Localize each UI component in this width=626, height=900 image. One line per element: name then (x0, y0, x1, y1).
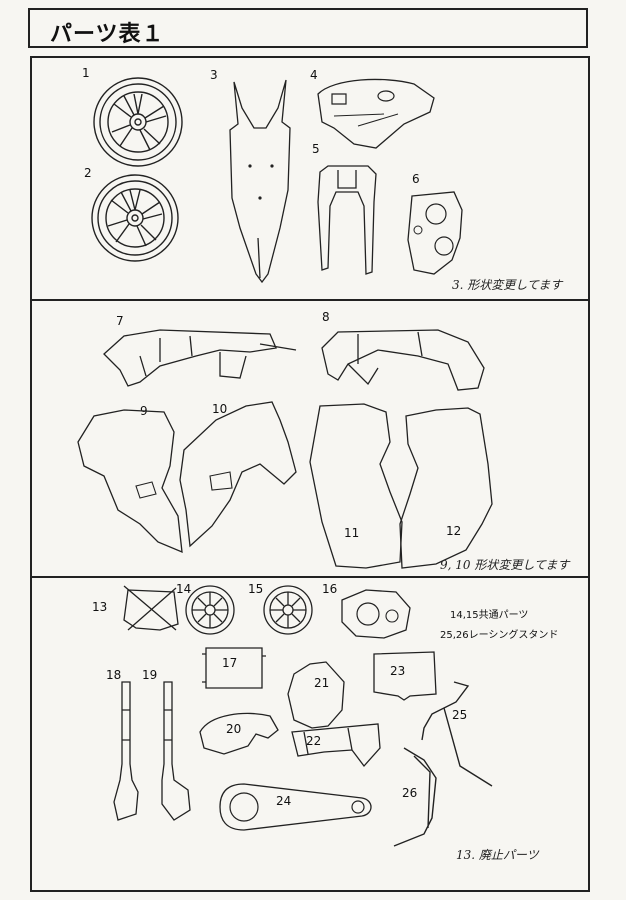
part-label-3: 3 (210, 68, 218, 82)
side-cowl-right-drawing (176, 400, 296, 550)
side-cowl-left-drawing (74, 406, 186, 556)
part-label-19: 19 (142, 668, 158, 682)
part-label-11: 11 (344, 526, 360, 540)
part-label-23: 23 (390, 664, 406, 678)
engine-cover-drawing (404, 190, 466, 276)
part-label-7: 7 (116, 314, 124, 328)
wheel-hub-14-drawing (184, 584, 236, 636)
parts-section-3 (30, 576, 590, 892)
part-label-6: 6 (412, 172, 420, 186)
part-label-21: 21 (314, 676, 330, 690)
radiator-drawing (200, 644, 268, 692)
front-fork-19-drawing (154, 680, 194, 822)
part-label-26: 26 (402, 786, 418, 800)
part-label-4: 4 (310, 68, 318, 82)
part-label-14: 14 (176, 582, 192, 596)
discontinued-part-drawing (120, 584, 182, 634)
note-shape-changed-9-10: 9, 10 形状変更してます (440, 558, 570, 572)
part-label-25: 25 (452, 708, 468, 722)
front-wheel-drawing (90, 172, 180, 264)
note-part-13-discontinued: 13. 廃止パーツ (456, 848, 539, 862)
note-25-26-stand: 25,26レーシングスタンド (440, 630, 559, 641)
part-label-2: 2 (84, 166, 92, 180)
fuel-tank-drawing (314, 74, 440, 152)
part-label-22: 22 (306, 734, 322, 748)
part-label-16: 16 (322, 582, 338, 596)
part-label-10: 10 (212, 402, 228, 416)
front-fender-drawing (196, 708, 280, 758)
rear-fender-drawing (284, 660, 348, 730)
front-fork-18-drawing (112, 680, 140, 822)
part-label-13: 13 (92, 600, 108, 614)
title-box: パーツ表１ (28, 8, 588, 48)
upper-cowl-drawing (220, 78, 300, 284)
wheel-hub-15-drawing (262, 584, 314, 636)
racing-stand-drawing (384, 678, 504, 854)
part-label-8: 8 (322, 310, 330, 324)
part-label-20: 20 (226, 722, 242, 736)
part-label-5: 5 (312, 142, 320, 156)
part-label-17: 17 (222, 656, 238, 670)
engine-side-16-drawing (336, 586, 414, 640)
frame-left-drawing (100, 326, 300, 390)
note-shape-changed-3: 3. 形状変更してます (452, 278, 563, 292)
drive-chain-drawing (218, 780, 376, 834)
rear-wheel-drawing (92, 76, 184, 168)
seat-pad-drawing (370, 650, 438, 702)
note-14-15-shared: 14,15共通パーツ (450, 610, 529, 621)
part-label-24: 24 (276, 794, 292, 808)
page-title: パーツ表１ (50, 22, 165, 47)
part-label-15: 15 (248, 582, 264, 596)
part-label-18: 18 (106, 668, 122, 682)
lower-cowl-right-drawing (396, 404, 496, 570)
part-label-1: 1 (82, 66, 90, 80)
lower-cowl-left-drawing (306, 402, 406, 570)
swingarm-drawing (314, 162, 382, 282)
seat-rail-drawing (288, 720, 384, 770)
frame-right-drawing (318, 324, 490, 396)
part-label-12: 12 (446, 524, 462, 538)
